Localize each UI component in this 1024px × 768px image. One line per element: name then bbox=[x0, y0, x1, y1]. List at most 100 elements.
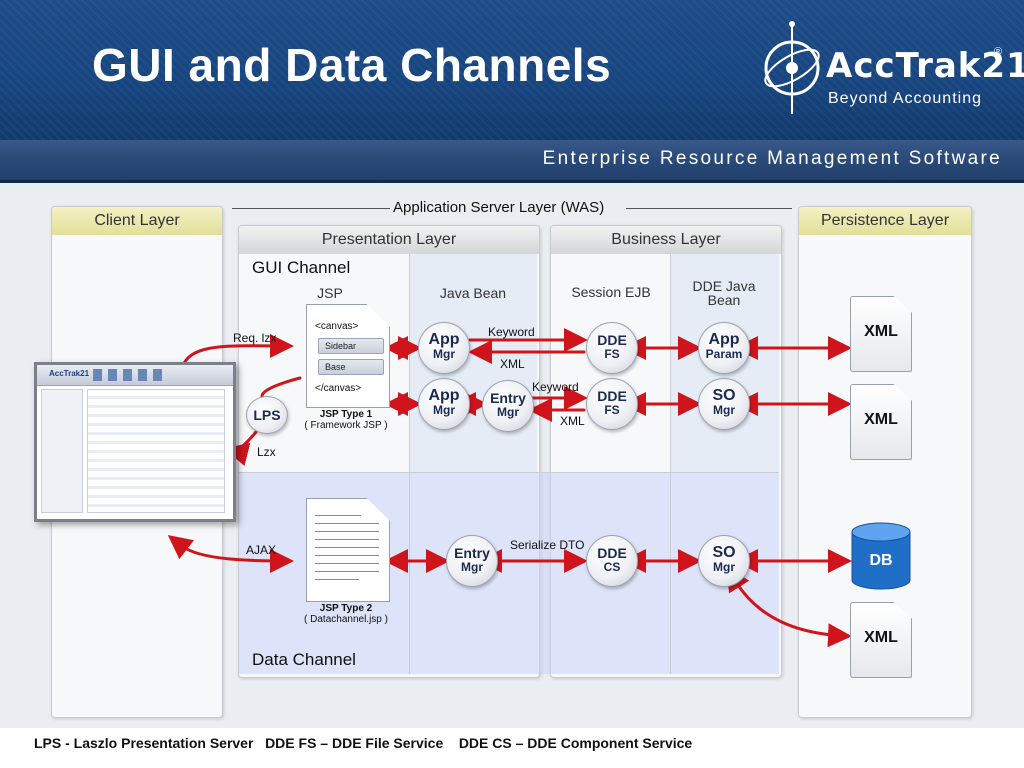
logo-tagline: Beyond Accounting bbox=[828, 90, 982, 107]
node-subtitle: Mgr bbox=[433, 347, 455, 361]
lzx-label: Lzx bbox=[257, 445, 276, 459]
node-title: SO bbox=[712, 387, 736, 404]
text-line bbox=[315, 571, 379, 572]
text-line bbox=[315, 555, 379, 556]
logo-registered-mark: ® bbox=[994, 46, 1003, 58]
node-title: SO bbox=[712, 544, 736, 561]
subtitle-bar: Enterprise Resource Management Software bbox=[0, 140, 1024, 183]
node-subtitle: Mgr bbox=[461, 560, 483, 574]
jsp-type1-document: <canvas> </canvas> bbox=[306, 304, 390, 408]
node-subtitle: FS bbox=[604, 403, 620, 417]
node-subtitle: Mgr bbox=[497, 405, 519, 419]
app-screenshot-thumbnail: AccTrak21 bbox=[34, 362, 236, 522]
app-param-node: App Param bbox=[698, 322, 750, 374]
channel-divider bbox=[239, 472, 779, 473]
xml-store-2: XML bbox=[850, 384, 912, 460]
app-server-layer-label: Application Server Layer (WAS) bbox=[393, 199, 605, 216]
subtitle-text: Enterprise Resource Management Software bbox=[542, 148, 1002, 169]
node-subtitle: Mgr bbox=[713, 560, 735, 574]
jsp-type2-document bbox=[306, 498, 390, 602]
node-title: DDE bbox=[597, 388, 627, 404]
node-subtitle: Mgr bbox=[433, 403, 455, 417]
app-server-line-right bbox=[626, 208, 792, 209]
xml-store-label: XML bbox=[864, 323, 898, 340]
screenshot-titlebar: AccTrak21 bbox=[37, 365, 233, 386]
req-lzx-label: Req. lzx bbox=[233, 331, 277, 345]
app-mgr-node-2: App Mgr bbox=[418, 378, 470, 430]
presentation-layer-header: Presentation Layer bbox=[239, 226, 539, 254]
node-title: Entry bbox=[490, 390, 526, 406]
dde-fs-node-1: DDE FS bbox=[586, 322, 638, 374]
text-line bbox=[315, 547, 379, 548]
xml-store-3: XML bbox=[850, 602, 912, 678]
screenshot-content bbox=[87, 389, 225, 513]
text-line bbox=[315, 563, 379, 564]
node-title: App bbox=[708, 331, 740, 348]
xml-store-1: XML bbox=[850, 296, 912, 372]
dde-fs-node-2: DDE FS bbox=[586, 378, 638, 430]
xml-store-label: XML bbox=[864, 411, 898, 428]
node-title: DDE bbox=[597, 332, 627, 348]
dde-cs-node: DDE CS bbox=[586, 535, 638, 587]
page-title: GUI and Data Channels bbox=[92, 39, 612, 91]
logo-brand: AccTrak21 bbox=[826, 46, 1024, 86]
xml-label-2: XML bbox=[560, 414, 585, 428]
serialize-dto-label: Serialize DTO bbox=[510, 538, 585, 552]
text-line bbox=[315, 579, 359, 580]
keyword-label-2: Keyword bbox=[532, 380, 579, 394]
header-banner: GUI and Data Channels AccTrak21 ® Beyond… bbox=[0, 0, 1024, 140]
arrow-req-lzx bbox=[180, 333, 294, 370]
so-mgr-node-2: SO Mgr bbox=[698, 535, 750, 587]
jsp-type2-title: JSP Type 2 bbox=[319, 603, 373, 614]
java-bean-column-heading: Java Bean bbox=[439, 285, 507, 301]
entry-mgr-node-2: Entry Mgr bbox=[446, 535, 498, 587]
data-channel-title: Data Channel bbox=[252, 650, 356, 669]
keyword-label-1: Keyword bbox=[488, 325, 535, 339]
footer-legend: LPS - Laszlo Presentation Server DDE FS … bbox=[34, 735, 693, 751]
node-title: App bbox=[428, 331, 460, 348]
app-mgr-node-1: App Mgr bbox=[418, 322, 470, 374]
text-line bbox=[315, 523, 379, 524]
ajax-label: AJAX bbox=[246, 543, 277, 557]
node-title: DDE bbox=[597, 545, 627, 561]
base-block: Base bbox=[318, 359, 384, 375]
session-ejb-column-heading: Session EJB bbox=[571, 284, 651, 300]
canvas-open-tag: <canvas> bbox=[315, 321, 359, 332]
text-line bbox=[315, 539, 379, 540]
column-divider-2 bbox=[670, 254, 671, 674]
node-subtitle: Mgr bbox=[713, 403, 735, 417]
jsp-type1-caption: JSP Type 1 ( Framework JSP ) bbox=[296, 409, 396, 431]
database-label: DB bbox=[869, 552, 893, 569]
text-line bbox=[315, 515, 361, 516]
jsp-type1-title: JSP Type 1 bbox=[319, 409, 373, 420]
jsp-type1-subtitle: ( Framework JSP ) bbox=[304, 420, 388, 431]
node-title: App bbox=[428, 387, 460, 404]
jsp-column-heading: JSP bbox=[317, 285, 343, 301]
so-mgr-node-1: SO Mgr bbox=[698, 378, 750, 430]
xml-label-1: XML bbox=[500, 357, 525, 371]
sidebar-block: Sidebar bbox=[318, 338, 384, 354]
persistence-layer-header: Persistence Layer bbox=[799, 207, 971, 235]
jsp-type2-caption: JSP Type 2 ( Datachannel.jsp ) bbox=[296, 603, 396, 625]
screenshot-toolbar-icons bbox=[93, 369, 163, 381]
node-title: Entry bbox=[454, 545, 490, 561]
xml-store-label: XML bbox=[864, 629, 898, 646]
screenshot-sidebar bbox=[41, 389, 83, 513]
business-layer-header: Business Layer bbox=[551, 226, 781, 254]
app-server-line-left bbox=[232, 208, 390, 209]
arrow-ajax bbox=[167, 534, 294, 573]
node-subtitle: Param bbox=[705, 347, 743, 361]
jsp-type2-subtitle: ( Datachannel.jsp ) bbox=[304, 614, 388, 625]
screenshot-brand: AccTrak21 bbox=[49, 369, 90, 378]
text-line bbox=[315, 531, 379, 532]
client-layer-header: Client Layer bbox=[52, 207, 222, 235]
column-divider-1 bbox=[409, 254, 410, 674]
database-icon bbox=[851, 522, 911, 590]
logo-emblem-icon bbox=[764, 21, 820, 114]
arrow-so2-xml bbox=[726, 566, 852, 648]
dde-java-bean-column-heading: DDE Java Bean bbox=[692, 278, 756, 308]
lps-node: LPS bbox=[246, 396, 288, 434]
entry-mgr-node-1: Entry Mgr bbox=[482, 380, 534, 432]
node-subtitle: FS bbox=[604, 347, 620, 361]
